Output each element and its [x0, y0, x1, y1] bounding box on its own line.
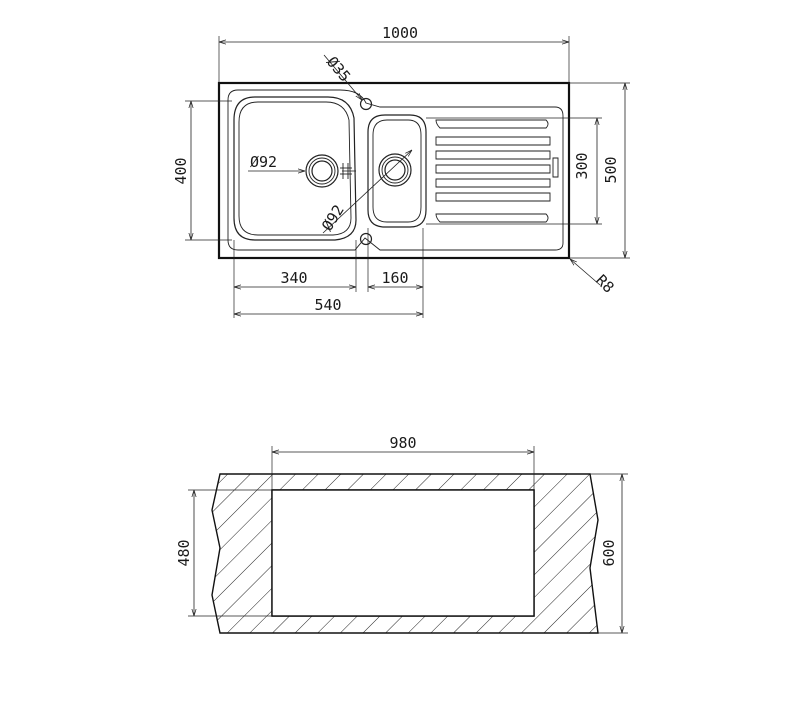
- large-drain-label: Ø92: [250, 153, 277, 171]
- tap-hole-label: Ø35: [323, 53, 354, 85]
- small-drain-label: Ø92: [318, 202, 348, 235]
- big-bowl-width-label: 340: [280, 269, 307, 287]
- small-bowl-inner: [372, 119, 422, 223]
- small-bowl-height-label: 300: [573, 152, 591, 179]
- large-bowl-inner: [238, 101, 352, 236]
- sink-rim: [227, 89, 564, 251]
- bowl-height-label: 400: [172, 157, 190, 184]
- height-label: 500: [602, 156, 620, 183]
- corner-radius-leader: [570, 259, 601, 286]
- width-label: 1000: [382, 24, 418, 42]
- top-view: 1000 500 300 400 340 160 540 Ø35 Ø92: [172, 24, 630, 318]
- small-drain: [378, 153, 412, 187]
- tap-hole-leader: [323, 54, 362, 100]
- worktop-depth-label: 600: [600, 539, 618, 566]
- large-bowl: [233, 96, 357, 241]
- cutout-view: 980 480 600: [175, 434, 628, 634]
- large-drain: [305, 154, 339, 188]
- sink-outline: [217, 81, 571, 260]
- small-bowl-width-label: 160: [381, 269, 408, 287]
- small-drain-leader: [322, 150, 412, 234]
- cutout-width-label: 980: [389, 434, 416, 452]
- cutout-opening: [271, 489, 535, 617]
- cutout-depth-label: 480: [175, 539, 193, 566]
- small-bowl: [367, 114, 427, 228]
- drainboard-grooves: [435, 119, 559, 223]
- corner-radius-label: R8: [592, 271, 618, 297]
- secondary-hole: [359, 232, 373, 246]
- tap-hole: [359, 97, 373, 111]
- bowls-total-label: 540: [314, 296, 341, 314]
